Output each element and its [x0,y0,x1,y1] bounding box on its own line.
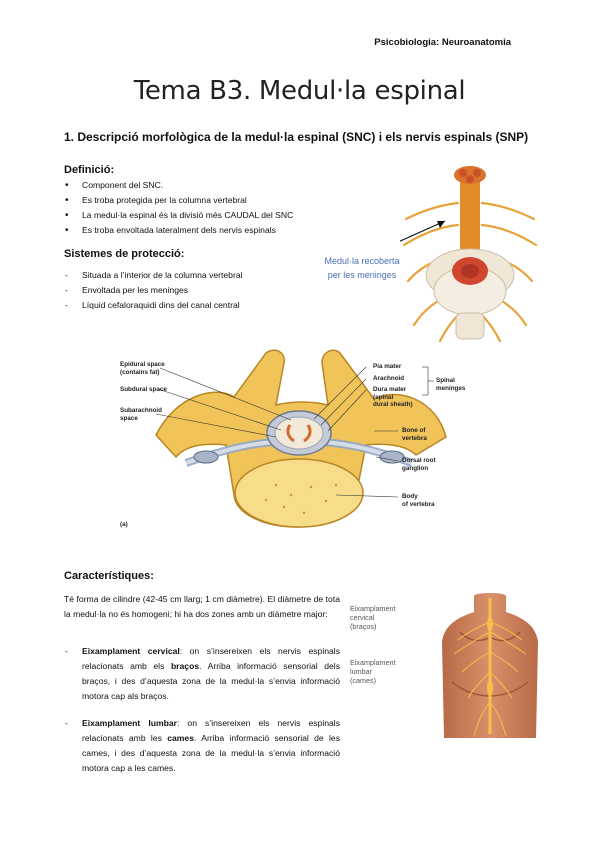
term-cervical: Eixamplament cervical [82,646,180,656]
list-item: Situada a l’interior de la columna verte… [64,268,324,283]
label-cervical-enlargement: Eixamplament cervical (braços) [350,604,396,631]
list-item: Líquid cefaloraquidi dins del canal cent… [64,298,324,313]
label-line: Bone of [402,427,426,434]
spine-caption-line: Medul·la recoberta [324,256,400,266]
label-line: Eixamplament [350,658,396,667]
label-line: Eixamplament [350,604,396,613]
label-line: Dorsal root [402,457,436,464]
enlargements-list: Eixamplament cervical: on s’insereixen e… [64,644,340,776]
label-line: ganglion [402,464,429,472]
label-subarachnoid-space: Subarachnoid space [120,407,162,422]
label-lumbar-enlargement: Eixamplament lumbar (cames) [350,658,396,685]
label-line: dural sheath) [373,401,413,408]
term-cames: cames [167,733,194,743]
page-title: Tema B3. Medul·la espinal [133,76,466,106]
panel-label: (a) [120,521,128,528]
label-line: lumbar [350,667,372,676]
list-item: Envoltada per les meninges [64,283,324,298]
cross-section-drawing [155,349,447,528]
label-line: Subarachnoid [120,407,162,414]
label-line: (cames) [350,676,376,685]
label-dura-mater: Dura mater (spinal dural sheath) [373,386,413,409]
label-arachnoid: Arachnoid [373,375,405,382]
term-bracos: braços [170,661,200,671]
list-item: Es troba envoltada lateralment dels nerv… [64,223,364,238]
cross-section-figure: Epidural space (contains fat) Subdural s… [116,345,486,533]
label-line: of vertebra [402,500,435,508]
text-part: : on s’insereixen els nervis espinals re… [82,718,341,743]
label-line: cervical [350,613,375,622]
label-line: (contains fat) [120,368,160,376]
definicio-heading: Definició: [64,164,115,176]
label-spinal-meninges: Spinal meninges [436,377,466,392]
list-item: La medul·la espinal és la divisió més CA… [64,208,364,223]
caracteristiques-intro: Té forma de cilindre (42-45 cm llarg; 1 … [64,594,340,620]
back-illustration [442,593,538,738]
section-heading: 1. Descripció morfològica de la medul·la… [64,130,529,144]
label-line: Body [402,493,418,500]
label-line: Epidural space [120,361,165,368]
label-line: (braços) [350,622,377,631]
list-item: Es troba protegida per la columna verteb… [64,193,364,208]
text-part: : on s’insereixen els nervis espinals re… [82,646,340,671]
caracteristiques-heading: Característiques: [64,570,154,582]
list-item-cervical: Eixamplament cervical: on s’insereixen e… [64,644,340,704]
label-subdural-space: Subdural space [120,386,167,393]
text-part: . Arriba informació sensorial dels braço… [82,661,340,701]
sistemes-list: Situada a l’interior de la columna verte… [64,268,324,313]
label-line: space [120,414,138,422]
label-line: Dura mater [373,386,407,393]
label-line: (spinal [373,393,394,401]
spinal-cord-illustration [400,166,538,343]
label-dorsal-root-ganglion: Dorsal root ganglion [402,457,436,472]
sistemes-heading: Sistemes de protecció: [64,248,185,260]
term-lumbar: Eixamplament lumbar [82,718,177,728]
label-epidural-space: Epidural space (contains fat) [120,361,165,376]
label-line: vertebra [402,434,427,442]
label-bone-of-vertebra: Bone of vertebra [402,427,427,442]
definicio-list: Component del SNC. Es troba protegida pe… [64,178,364,238]
page-header: Psicobiologia: Neuroanatomia [374,37,511,48]
list-item: Component del SNC. [64,178,364,193]
list-item-lumbar: Eixamplament lumbar: on s’insereixen els… [64,716,340,776]
label-pia-mater: Pia mater [373,363,402,370]
label-body-of-vertebra: Body of vertebra [402,493,435,508]
spine-caption-line: per les meninges [327,270,397,280]
text-part: . Arriba informació sensorial de les cam… [82,733,340,773]
spine-caption: Medul·la recoberta per les meninges [312,254,412,282]
